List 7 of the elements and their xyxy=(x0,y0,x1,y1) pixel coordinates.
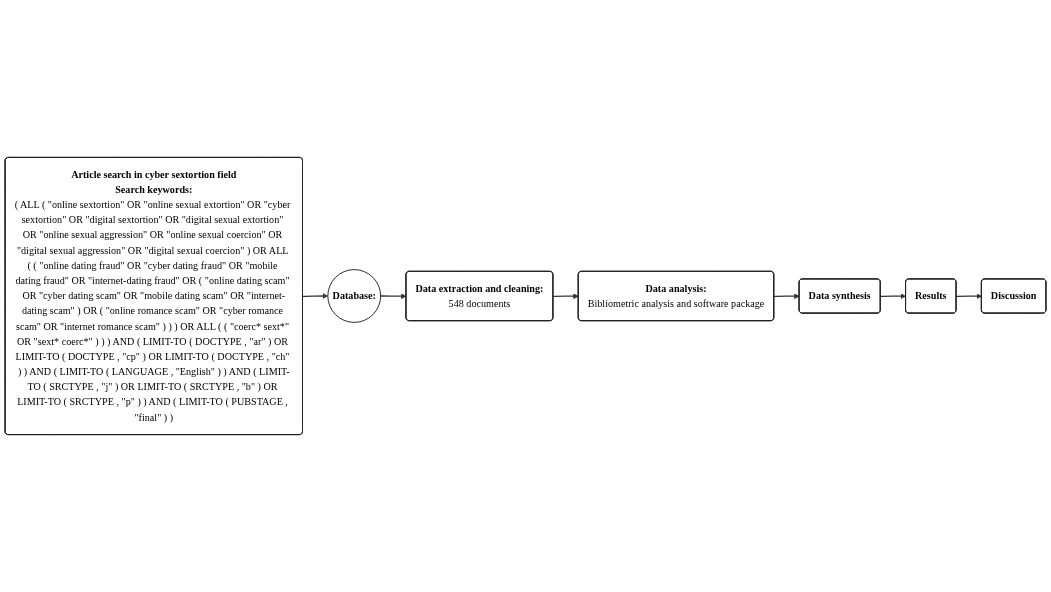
arrow xyxy=(552,293,579,299)
arrow xyxy=(879,293,907,299)
node-circle: Database: xyxy=(327,269,382,323)
arrow xyxy=(955,293,982,299)
arrow xyxy=(380,293,407,299)
arrow xyxy=(773,293,800,299)
arrow xyxy=(302,293,329,299)
